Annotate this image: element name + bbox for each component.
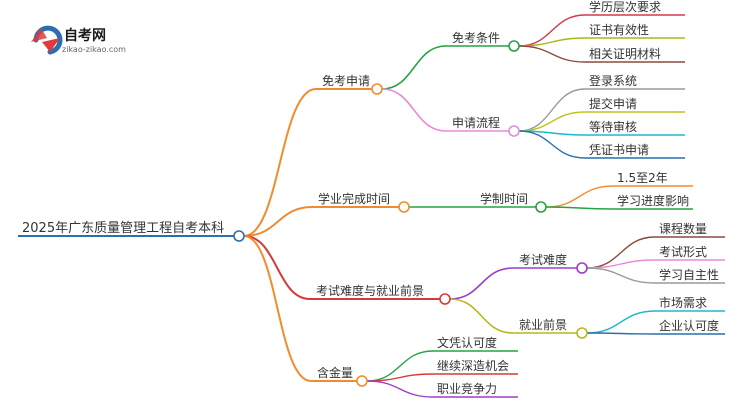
branch-node[interactable] xyxy=(371,83,383,95)
subtopic-label: 申请流程 xyxy=(452,115,500,130)
leaf-label: 登录系统 xyxy=(589,73,637,88)
subtopic-label: 免考条件 xyxy=(452,30,500,45)
mindmap-nodes: 2025年广东质量管理工程自考本科 免考申请 免考条件 学历层次要求证书有效性相关证明… xyxy=(22,0,719,396)
logo-url: zikao-zikao.com xyxy=(62,45,126,54)
branch-label: 考试难度与就业前景 xyxy=(316,283,424,298)
site-logo: 自考网 zikao-zikao.com xyxy=(31,25,126,55)
logo-icon xyxy=(31,25,63,55)
subtopic-node[interactable] xyxy=(576,262,588,274)
leaf-link xyxy=(586,310,656,334)
leaf-label: 等待审核 xyxy=(589,119,637,134)
leaf-label: 凭证书申请 xyxy=(589,142,649,157)
branch-node[interactable] xyxy=(398,201,410,213)
leaf-link xyxy=(518,45,586,63)
leaf-label: 证书有效性 xyxy=(589,22,649,37)
leaf-label: 提交申请 xyxy=(589,96,637,111)
branch-link xyxy=(243,235,312,382)
branch-link xyxy=(243,235,311,300)
subtopic-link xyxy=(381,88,447,132)
leaf-link xyxy=(518,130,586,159)
root-node[interactable] xyxy=(233,230,245,242)
leaf-link xyxy=(545,185,614,208)
leaf-label: 职业竞争力 xyxy=(437,382,497,396)
branch-label: 免考申请 xyxy=(322,73,370,88)
subtopic-label: 考试难度 xyxy=(519,252,567,267)
branch-label: 学业完成时间 xyxy=(318,191,390,206)
subtopic-node[interactable] xyxy=(535,201,547,213)
leaf-label: 学习进度影响 xyxy=(617,193,689,208)
leaf-label: 学习自主性 xyxy=(659,267,719,282)
subtopic-link xyxy=(449,267,514,300)
branch-link xyxy=(243,206,313,237)
leaf-label: 继续深造机会 xyxy=(437,359,509,373)
branch-node[interactable] xyxy=(356,375,368,387)
subtopic-label: 就业前景 xyxy=(519,317,567,332)
leaf-link xyxy=(518,88,586,132)
subtopic-link xyxy=(449,298,514,334)
leaf-label: 市场需求 xyxy=(659,295,707,310)
leaf-label: 企业认可度 xyxy=(659,318,719,333)
logo-title: 自考网 xyxy=(64,27,106,44)
leaf-link xyxy=(366,350,434,382)
leaf-label: 文凭认可度 xyxy=(437,335,497,350)
leaf-label: 课程数量 xyxy=(659,221,707,236)
leaf-label: 相关证明材料 xyxy=(589,47,661,61)
leaf-link xyxy=(586,332,656,335)
leaf-link xyxy=(518,111,586,132)
branch-node[interactable] xyxy=(439,293,451,305)
subtopic-node[interactable] xyxy=(576,327,588,339)
subtopic-label: 学制时间 xyxy=(480,191,528,206)
leaf-link xyxy=(545,206,614,210)
subtopic-node[interactable] xyxy=(508,40,520,52)
leaf-label: 考试形式 xyxy=(659,244,707,259)
branch-label: 含金量 xyxy=(317,365,353,380)
leaf-label: 学历层次要求 xyxy=(589,0,661,14)
subtopic-link xyxy=(381,45,447,90)
branch-link xyxy=(243,88,317,237)
subtopic-node[interactable] xyxy=(508,125,520,137)
root-label: 2025年广东质量管理工程自考本科 xyxy=(22,221,224,236)
leaf-link xyxy=(366,380,434,398)
leaf-link xyxy=(586,267,656,284)
mindmap-links xyxy=(18,14,725,398)
leaf-label: 1.5至2年 xyxy=(617,171,668,185)
